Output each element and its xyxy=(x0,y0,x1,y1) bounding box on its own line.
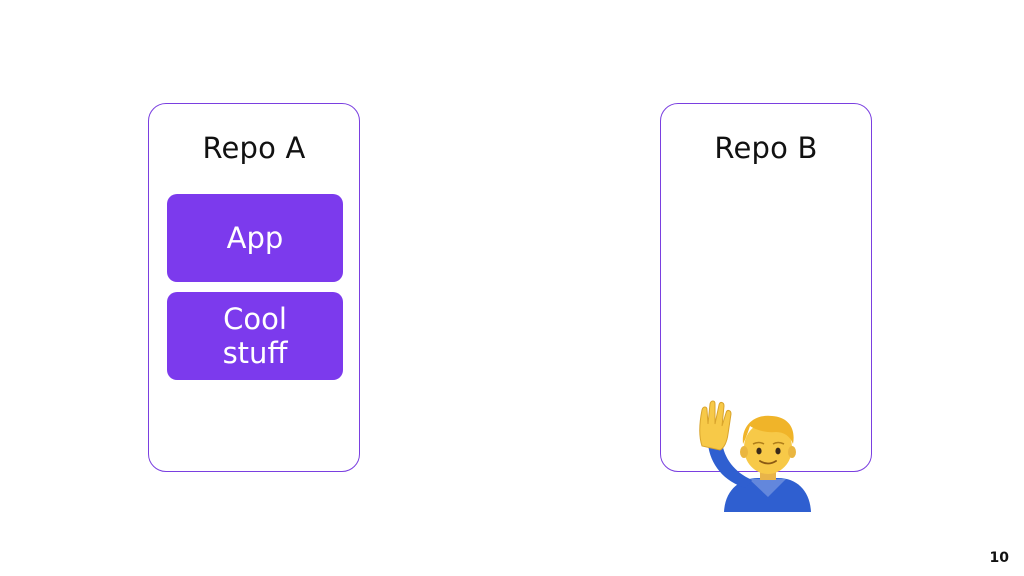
repo-b-box: Repo B xyxy=(660,103,872,472)
cool-stuff-block: Cool stuff xyxy=(167,292,343,380)
repo-a-box: Repo A App Cool stuff xyxy=(148,103,360,472)
page-number: 10 xyxy=(989,550,1009,566)
app-block: App xyxy=(167,194,343,282)
person-raising-hand-icon xyxy=(699,400,811,512)
repo-a-title: Repo A xyxy=(202,131,306,165)
repo-b-title: Repo B xyxy=(714,131,818,165)
